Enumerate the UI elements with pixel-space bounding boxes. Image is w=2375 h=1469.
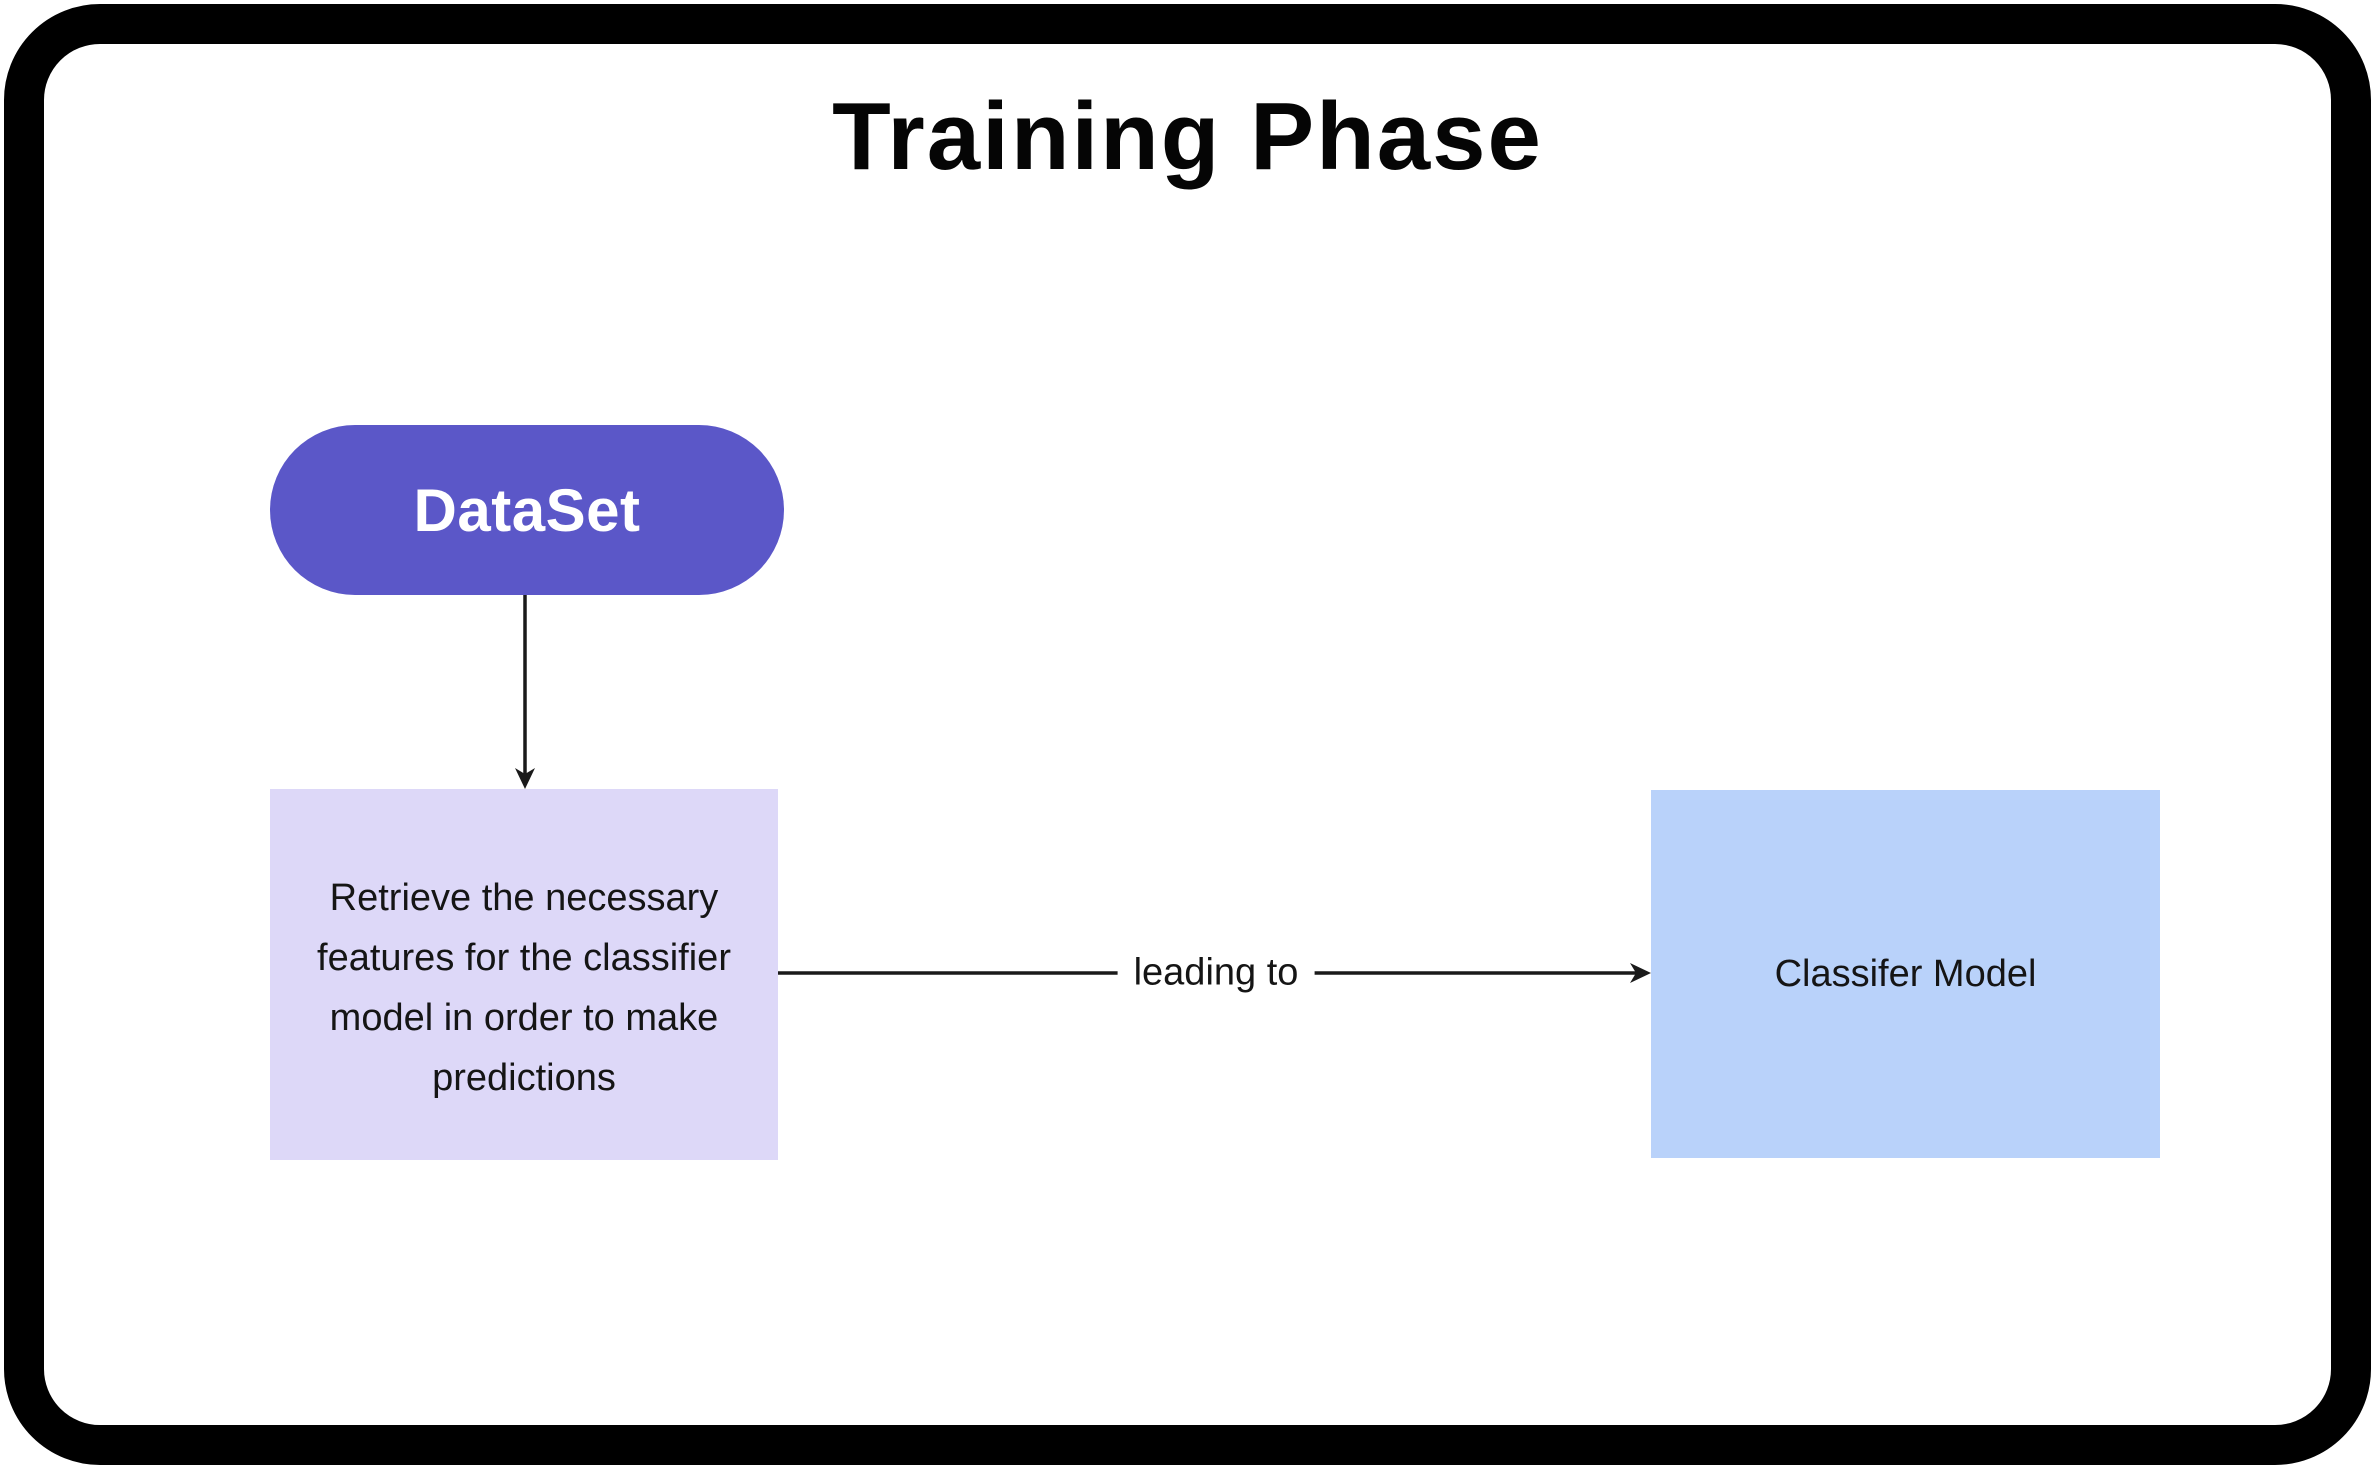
node-retrieve-label-line: predictions: [432, 1056, 616, 1099]
node-dataset-label: DataSet: [413, 476, 641, 544]
node-retrieve-features: Retrieve the necessary features for the …: [270, 789, 778, 1160]
node-retrieve-label-line: features for the classifier: [317, 936, 731, 979]
node-classifier-label: Classifer Model: [1774, 952, 2037, 995]
diagram-title: Training Phase: [832, 83, 1543, 190]
node-retrieve-label-line: Retrieve the necessary: [329, 876, 719, 919]
node-dataset: DataSet: [270, 425, 784, 595]
arrowhead-down-icon: [515, 768, 535, 789]
arrowhead-right-icon: [1630, 963, 1651, 983]
edge-label-leading-to: leading to: [1117, 949, 1315, 997]
node-classifier-model: Classifer Model: [1651, 790, 2160, 1158]
node-retrieve-label-line: model in order to make: [329, 996, 719, 1039]
